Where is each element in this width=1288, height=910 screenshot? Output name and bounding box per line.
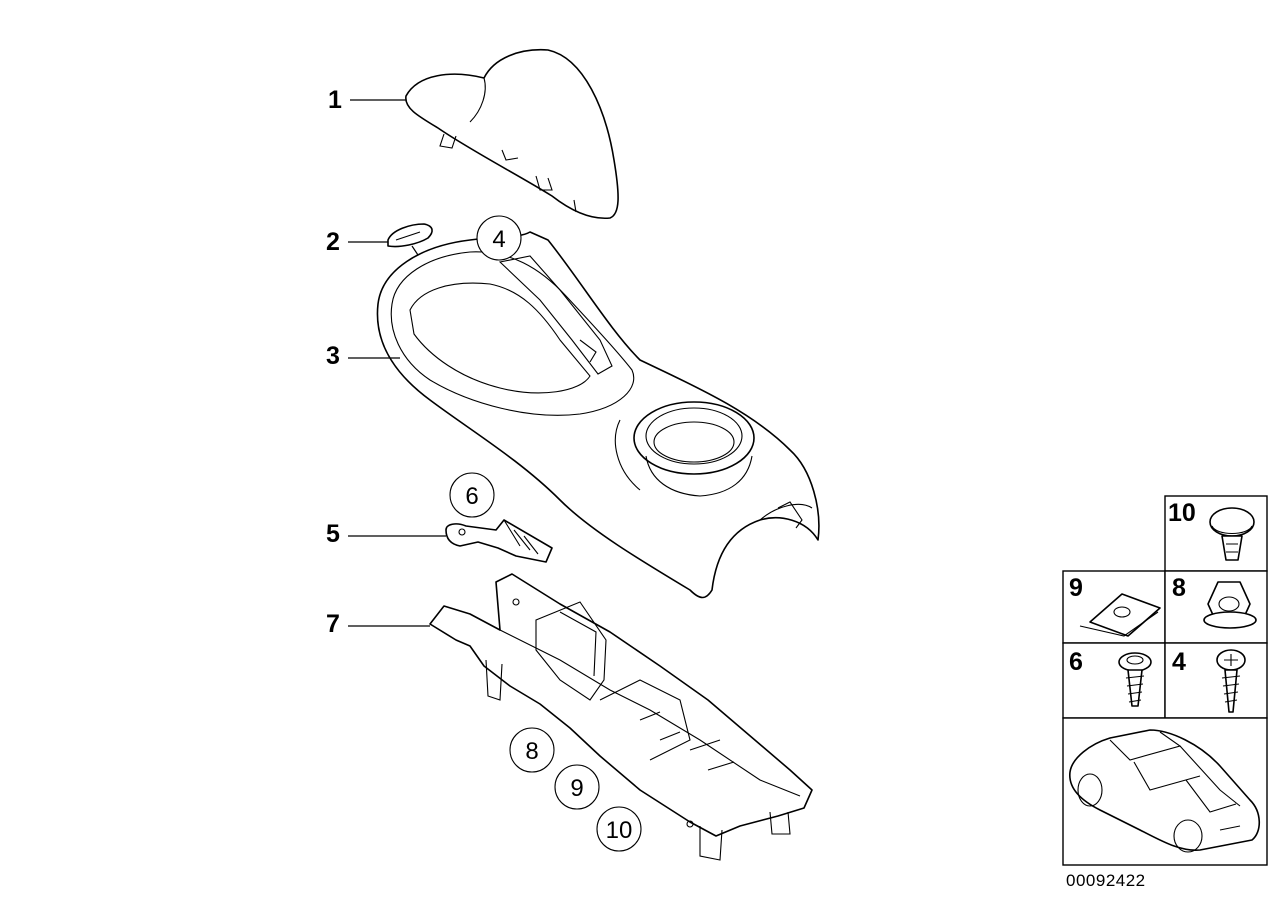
image-code: 00092422 — [1066, 871, 1146, 890]
washer-screw-icon — [1118, 652, 1152, 707]
callout-label-7: 7 — [326, 610, 340, 638]
callout-2: 2 — [326, 228, 388, 256]
callout-label-2: 2 — [326, 228, 340, 256]
circled-ref-4: 4 — [476, 215, 522, 261]
hardware-label-8: 8 — [1172, 574, 1186, 602]
callout-3: 3 — [326, 342, 400, 370]
circled-ref-10: 10 — [596, 806, 642, 852]
callout-1: 1 — [328, 86, 406, 114]
vehicle-cell — [1062, 717, 1268, 866]
circled-ref-label-10: 10 — [606, 817, 633, 844]
circled-ref-label-6: 6 — [465, 483, 478, 510]
car-outline-icon — [1069, 729, 1261, 853]
hardware-cell-10: 10 — [1164, 495, 1268, 572]
circled-ref-6: 6 — [449, 472, 495, 518]
phillips-screw-icon — [1216, 649, 1246, 713]
hardware-cell-8: 8 — [1164, 570, 1268, 644]
part-1-armrest-cover — [405, 48, 619, 220]
hex-nut-icon — [1203, 581, 1257, 629]
circled-ref-8: 8 — [509, 727, 555, 773]
clip-nut-icon — [1079, 593, 1161, 637]
callout-label-5: 5 — [326, 520, 340, 548]
hardware-cell-6: 6 — [1062, 642, 1166, 719]
callout-7: 7 — [326, 610, 430, 638]
circled-ref-label-8: 8 — [525, 738, 538, 765]
hardware-cell-4: 4 — [1164, 642, 1268, 719]
part-3-centre-console — [376, 231, 820, 599]
circled-ref-label-9: 9 — [570, 775, 583, 802]
part-5-bracket — [445, 519, 553, 563]
callout-label-3: 3 — [326, 342, 340, 370]
hardware-label-6: 6 — [1069, 648, 1083, 676]
circled-ref-label-4: 4 — [492, 226, 505, 253]
hardware-table: 10 9 8 — [1062, 495, 1268, 866]
hardware-label-4: 4 — [1172, 648, 1186, 676]
hardware-cell-9: 9 — [1062, 570, 1166, 644]
circled-ref-9: 9 — [554, 764, 600, 810]
part-7-carrier — [429, 573, 813, 861]
push-rivet-icon — [1209, 507, 1255, 561]
hardware-label-10: 10 — [1168, 499, 1196, 527]
callout-label-1: 1 — [328, 86, 342, 114]
callout-5: 5 — [326, 520, 446, 548]
hardware-label-9: 9 — [1069, 574, 1083, 602]
